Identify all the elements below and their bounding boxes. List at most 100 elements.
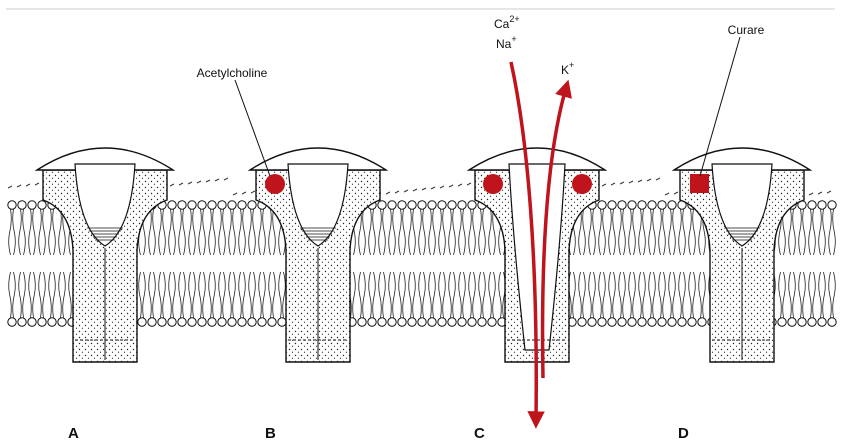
- lipid-tail: [199, 272, 202, 318]
- lipid-tail: [619, 272, 622, 318]
- lipid-tail: [439, 272, 442, 318]
- lipid-tail: [159, 209, 162, 255]
- lipid-tail: [679, 272, 682, 318]
- surface-mark: [620, 182, 624, 184]
- lipid-tail: [673, 272, 676, 318]
- surface-mark: [422, 188, 426, 190]
- surface-mark: [8, 186, 12, 188]
- surface-mark: [170, 184, 174, 186]
- lipid-tail: [33, 209, 36, 255]
- lipid-head: [378, 201, 386, 209]
- lipid-tail: [429, 209, 432, 255]
- surface-mark: [206, 180, 210, 182]
- lipid-tail: [369, 209, 372, 255]
- lipid-tail: [143, 272, 146, 318]
- panel-label-a: A: [68, 425, 79, 442]
- lipid-tail: [393, 272, 396, 318]
- lipid-tail: [263, 272, 266, 318]
- lipid-head: [688, 318, 696, 326]
- surface-mark: [395, 191, 399, 193]
- lipid-tail: [13, 272, 16, 318]
- lipid-tail: [69, 272, 72, 318]
- lipid-tail: [379, 272, 382, 318]
- lipid-tail: [209, 272, 212, 318]
- lipid-tail: [479, 209, 482, 255]
- receptor-channel: [37, 148, 173, 362]
- lipid-head: [28, 318, 36, 326]
- lipid-tail: [203, 272, 206, 318]
- lipid-tail: [403, 209, 406, 255]
- lipid-tail: [783, 272, 786, 318]
- lipid-tail: [469, 272, 472, 318]
- lipid-tail: [239, 272, 242, 318]
- lipid-head: [668, 318, 676, 326]
- surface-mark: [818, 192, 822, 194]
- lipid-tail: [639, 272, 642, 318]
- lipid-tail: [149, 272, 152, 318]
- lipid-tail: [39, 272, 42, 318]
- lipid-tail: [413, 272, 416, 318]
- acetylcholine-label: Acetylcholine: [197, 66, 268, 80]
- lipid-head: [228, 201, 236, 209]
- lipid-tail: [149, 209, 152, 255]
- lipid-head: [38, 201, 46, 209]
- lipid-tail: [19, 272, 22, 318]
- lipid-tail: [649, 209, 652, 255]
- lipid-tail: [433, 209, 436, 255]
- lipid-head: [358, 318, 366, 326]
- surface-mark: [656, 178, 660, 180]
- lipid-tail: [663, 272, 666, 318]
- lipid-tail: [463, 272, 466, 318]
- lipid-tail: [699, 272, 702, 318]
- lipid-head: [388, 201, 396, 209]
- lipid-tail: [823, 209, 826, 255]
- lipid-tail: [139, 272, 142, 318]
- lipid-tail: [249, 209, 252, 255]
- lipid-tail: [363, 272, 366, 318]
- lipid-tail: [63, 272, 66, 318]
- lipid-head: [378, 318, 386, 326]
- lipid-tail: [799, 272, 802, 318]
- lipid-tail: [653, 209, 656, 255]
- lipid-tail: [473, 272, 476, 318]
- lipid-tail: [169, 272, 172, 318]
- lipid-tail: [453, 272, 456, 318]
- lipid-tail: [789, 209, 792, 255]
- lipid-head: [658, 201, 666, 209]
- lipid-tail: [173, 272, 176, 318]
- lipid-tail: [419, 272, 422, 318]
- curare-molecule: [690, 174, 709, 193]
- lipid-tail: [669, 209, 672, 255]
- lipid-tail: [793, 272, 796, 318]
- lipid-tail: [223, 272, 226, 318]
- lipid-head: [188, 318, 196, 326]
- lipid-tail: [819, 272, 822, 318]
- lipid-head: [368, 318, 376, 326]
- lipid-tail: [439, 209, 442, 255]
- lipid-tail: [393, 209, 396, 255]
- lipid-tail: [249, 272, 252, 318]
- lipid-tail: [363, 209, 366, 255]
- surface-mark: [449, 185, 453, 187]
- lipid-head: [818, 318, 826, 326]
- lipid-tail: [629, 209, 632, 255]
- lipid-tail: [199, 209, 202, 255]
- lipid-tail: [383, 209, 386, 255]
- lipid-tail: [449, 209, 452, 255]
- lipid-tail: [59, 209, 62, 255]
- lipid-tail: [583, 209, 586, 255]
- lipid-head: [618, 318, 626, 326]
- lipid-head: [608, 318, 616, 326]
- lipid-tail: [483, 272, 486, 318]
- lipid-tail: [809, 209, 812, 255]
- lipid-tail: [33, 272, 36, 318]
- lipid-tail: [613, 272, 616, 318]
- lipid-tail: [609, 272, 612, 318]
- lipid-tail: [689, 209, 692, 255]
- lipid-tail: [19, 209, 22, 255]
- lipid-head: [648, 318, 656, 326]
- lipid-tail: [263, 209, 266, 255]
- lipid-tail: [43, 209, 46, 255]
- lipid-tail: [403, 272, 406, 318]
- lipid-head: [438, 201, 446, 209]
